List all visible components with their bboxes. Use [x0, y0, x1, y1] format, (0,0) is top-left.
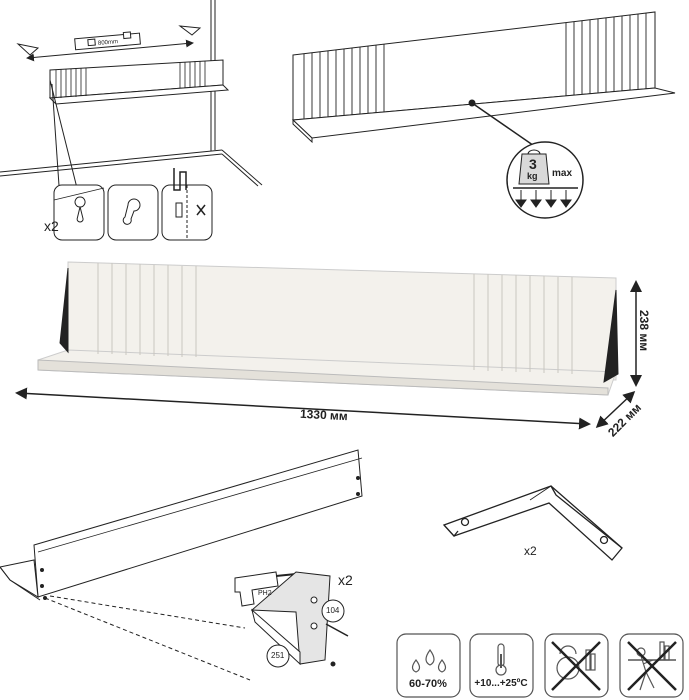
- hanger-qty-label: x2: [44, 218, 59, 234]
- width-dimension-arrow: [15, 387, 591, 430]
- wall-mounting-panel: [0, 0, 263, 241]
- load-value-label: 3: [529, 156, 537, 172]
- bracket-qty-label: x2: [524, 544, 537, 558]
- badge-temperature: [469, 633, 534, 698]
- shelf-front-view: [37, 261, 619, 396]
- part-251-label: 251: [271, 651, 285, 660]
- kettlebell-crossed-icon: [551, 641, 601, 691]
- load-capacity-panel: [291, 11, 676, 219]
- person-crossed-icon: [627, 641, 677, 691]
- load-arrows-icon: [515, 190, 572, 208]
- part-104-badge: [321, 599, 345, 623]
- shelf-perspective: [291, 11, 676, 144]
- humidity-label: 60-70%: [409, 678, 447, 690]
- part-251-badge: [266, 644, 290, 668]
- hook-position-inset: [161, 168, 213, 241]
- shelf-assembly-view: [0, 449, 363, 601]
- height-label: 238 мм: [637, 310, 651, 352]
- badge-humidity: [396, 633, 461, 698]
- tool-label: PH2: [258, 590, 272, 597]
- droplets-icon: [411, 648, 447, 673]
- width-label: 1330 мм: [299, 406, 349, 424]
- weight-icon: [518, 153, 550, 185]
- assembly-panel: [0, 449, 363, 681]
- badge-no-heavy-objects: [544, 633, 609, 698]
- spacing-arrow: [26, 39, 194, 62]
- keyhole-detail-inset: [107, 184, 159, 241]
- arrow-down-right-icon: [178, 25, 202, 36]
- load-max-label: max: [552, 168, 573, 179]
- badge-no-climbing: [619, 633, 684, 698]
- keyhole-hanger-inset: [53, 184, 105, 241]
- thermometer-icon: [495, 643, 507, 676]
- depth-dimension-arrow: [595, 390, 636, 429]
- assembly-qty-label: x2: [338, 572, 353, 588]
- wall-shelf: [48, 59, 230, 105]
- bracket-panel: [442, 485, 623, 561]
- part-104-label: 104: [326, 606, 340, 615]
- dimensions-panel: [15, 261, 642, 430]
- load-unit-label: kg: [527, 171, 538, 181]
- temperature-label: +10...+25ºC: [474, 678, 528, 689]
- arrow-down-left-icon: [16, 43, 40, 56]
